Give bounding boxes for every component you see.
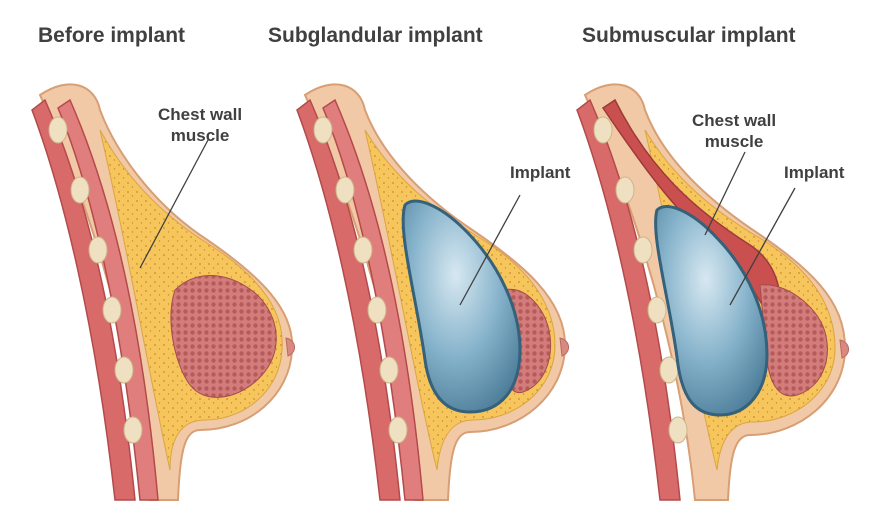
panel-title-subglandular: Subglandular implant: [268, 24, 483, 47]
panel-before-drawing: [31, 83, 295, 501]
label-implant-submuscular: Implant: [784, 163, 845, 182]
label-implant-subglandular: Implant: [510, 163, 571, 182]
panel-title-before: Before implant: [38, 24, 186, 47]
panel-title-submuscular: Submuscular implant: [582, 24, 796, 47]
panel-subglandular-drawing: [296, 83, 569, 501]
panel-submuscular-drawing: [576, 83, 849, 501]
